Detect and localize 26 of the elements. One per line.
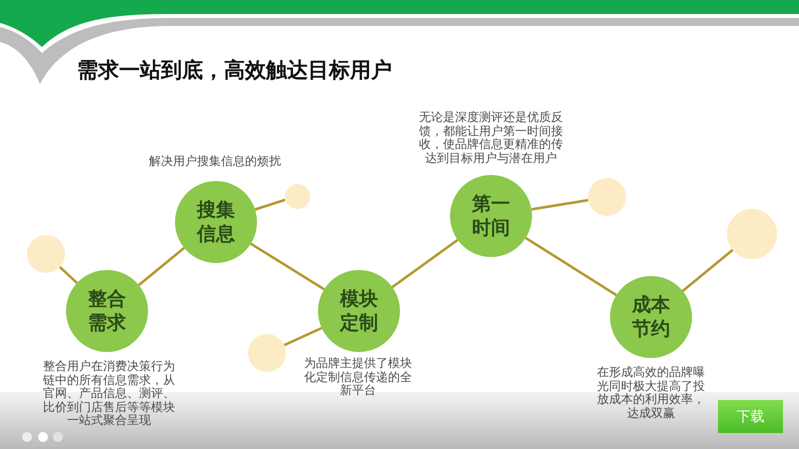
small-circle [588, 178, 626, 216]
download-button: 下载 [718, 400, 783, 433]
connector-line [254, 198, 286, 211]
connector-line [250, 242, 325, 290]
connector-line [682, 248, 734, 292]
description-text: 整合用户在消费决策行为链中的所有信息需求，从官网、产品信息、测评、比价到门店售后等等模块一站式聚合呈现 [42, 360, 176, 428]
small-circle [727, 209, 777, 259]
description-text: 在形成高效的品牌曝光同时极大提高了投放成本的利用效率，达成双赢 [596, 366, 706, 420]
step-circle: 搜集信息 [175, 181, 257, 263]
step-circle: 整合需求 [66, 270, 148, 352]
step-circle: 第一时间 [450, 175, 532, 257]
title: 需求一站到底，高效触达目标用户 [77, 57, 392, 84]
description-text: 为品牌主提供了模块化定制信息传递的全新平台 [303, 357, 413, 398]
small-circle [248, 334, 286, 372]
description-text: 无论是深度测评还是优质反馈，都能让用户第一时间接收，使品牌信息更精准的传达到目标用户与潜在用户 [418, 111, 564, 165]
step-circle: 成本节约 [610, 276, 692, 358]
small-circle [27, 235, 65, 273]
description-text: 解决用户搜集信息的烦扰 [148, 155, 282, 168]
connector-line [531, 198, 588, 211]
connector-line [392, 238, 458, 288]
connector-line [59, 266, 78, 284]
step-circle: 模块定制 [318, 270, 400, 352]
connector-line [138, 246, 185, 286]
small-circle [284, 184, 310, 208]
connector-line [284, 326, 322, 346]
connector-line [525, 236, 617, 296]
